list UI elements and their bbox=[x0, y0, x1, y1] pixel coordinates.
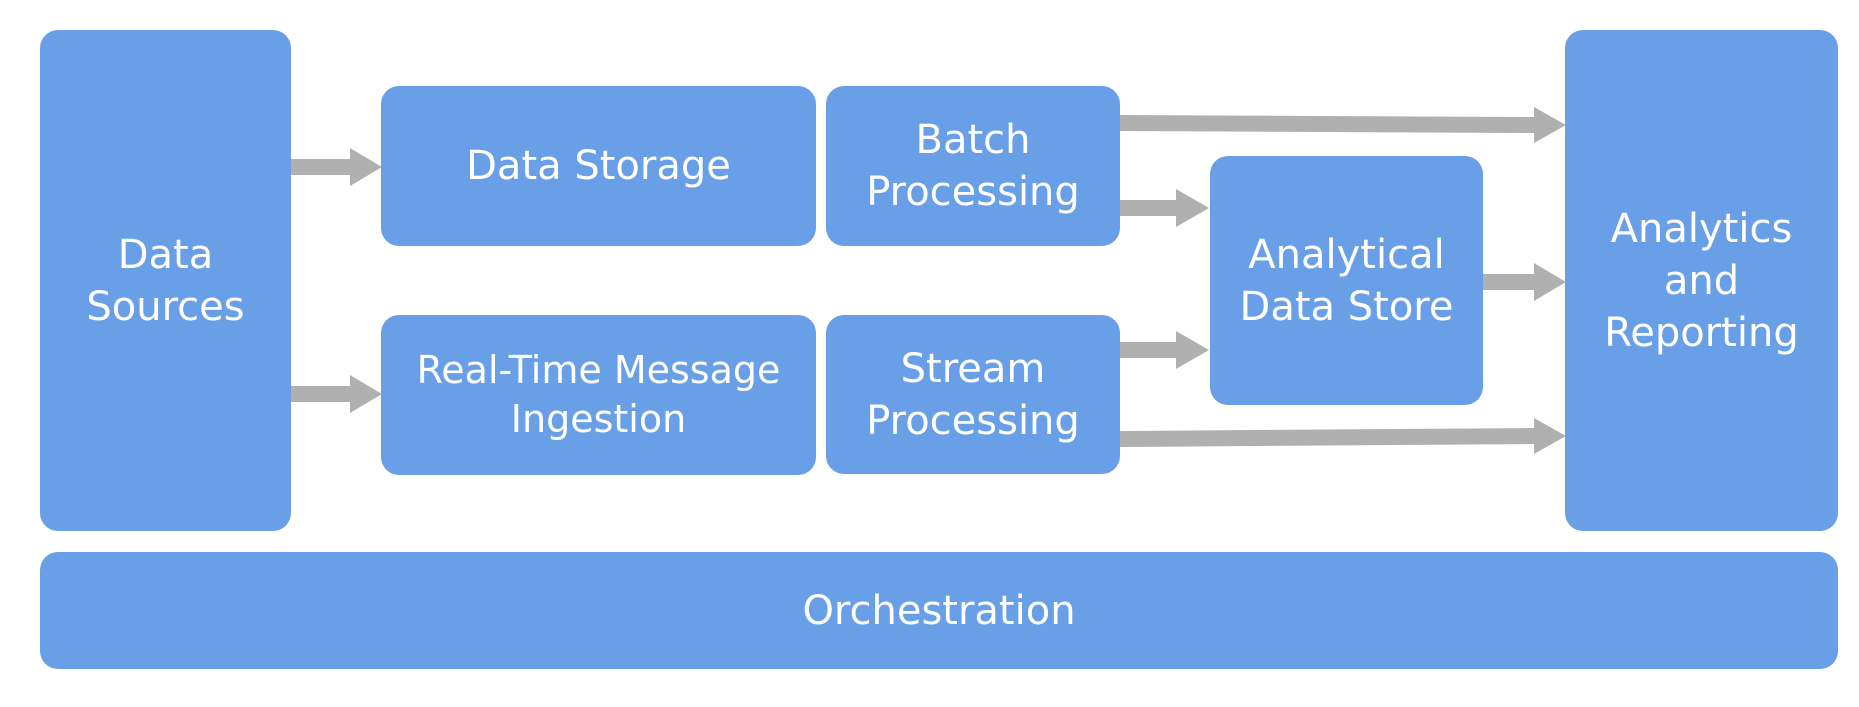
node-data-sources-label: Data Sources bbox=[86, 231, 245, 330]
node-analytical-data-store-label: Analytical Data Store bbox=[1239, 231, 1454, 330]
node-analytics-reporting: Analytics and Reporting bbox=[1565, 30, 1838, 531]
node-realtime-ingestion-label: Real-Time Message Ingestion bbox=[416, 347, 781, 441]
node-stream-processing: Stream Processing bbox=[826, 315, 1120, 474]
arrow-sources-to-ingestion bbox=[290, 375, 382, 413]
node-data-storage: Data Storage bbox=[381, 86, 816, 246]
node-batch-processing-label: Batch Processing bbox=[866, 117, 1080, 215]
node-data-sources: Data Sources bbox=[40, 30, 291, 531]
arrow-store-to-reporting bbox=[1482, 263, 1566, 301]
node-realtime-ingestion: Real-Time Message Ingestion bbox=[381, 315, 816, 475]
node-stream-processing-label: Stream Processing bbox=[866, 345, 1080, 444]
arrow-sources-to-storage bbox=[290, 148, 382, 186]
node-data-storage-label: Data Storage bbox=[466, 143, 731, 189]
node-orchestration-label: Orchestration bbox=[802, 587, 1076, 634]
arrow-stream-to-store bbox=[1120, 331, 1209, 369]
arrow-batch-to-reporting bbox=[1120, 107, 1566, 143]
node-batch-processing: Batch Processing bbox=[826, 86, 1120, 246]
arrow-batch-to-store bbox=[1120, 189, 1209, 227]
node-analytics-reporting-label: Analytics and Reporting bbox=[1604, 205, 1799, 356]
arrow-stream-to-reporting bbox=[1120, 418, 1566, 454]
node-analytical-data-store: Analytical Data Store bbox=[1210, 156, 1483, 405]
node-orchestration: Orchestration bbox=[40, 552, 1838, 669]
